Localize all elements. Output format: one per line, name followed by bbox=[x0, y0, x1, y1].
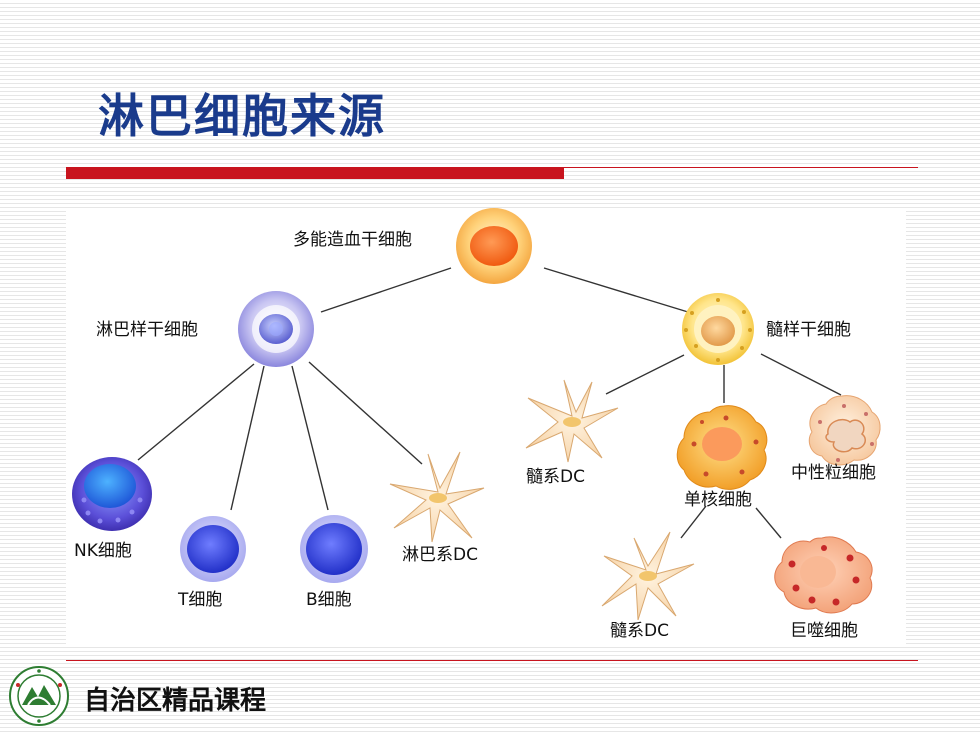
label-lymphoid-dc: 淋巴系DC bbox=[402, 545, 478, 565]
myeloid-dendritic-cell-icon-2 bbox=[601, 531, 695, 621]
label-b-cell: B细胞 bbox=[306, 590, 352, 610]
label-t-cell: T细胞 bbox=[177, 590, 222, 610]
neutrophil-icon bbox=[808, 395, 881, 466]
myeloid-dendritic-cell-icon-1 bbox=[525, 379, 619, 463]
macrophage-icon bbox=[774, 536, 873, 614]
slide-title: 淋巴细胞来源 bbox=[98, 89, 386, 143]
label-hsc: 多能造血干细胞 bbox=[293, 230, 412, 250]
line-lymphoid-t bbox=[230, 365, 265, 511]
lymphoid-stem-cell-icon bbox=[238, 291, 314, 367]
line-mono-dc bbox=[680, 505, 707, 539]
label-monocyte: 单核细胞 bbox=[684, 490, 752, 510]
line-lymphoid-dc bbox=[308, 361, 423, 465]
label-neutrophil: 中性粒细胞 bbox=[791, 463, 876, 483]
line-lymphoid-nk bbox=[137, 363, 255, 461]
myeloid-stem-cell-icon bbox=[682, 293, 754, 365]
label-macrophage: 巨噬细胞 bbox=[790, 621, 858, 641]
footer-course-label: 自治区精品课程 bbox=[84, 686, 267, 716]
hematopoietic-stem-cell-icon bbox=[456, 208, 532, 284]
label-nk-cell: NK细胞 bbox=[74, 541, 132, 561]
b-cell-icon bbox=[300, 515, 368, 583]
title-accent-bar bbox=[66, 168, 564, 179]
label-myeloid-dc-2: 髓系DC bbox=[610, 621, 669, 641]
label-myeloid-stem: 髓样干细胞 bbox=[766, 320, 851, 340]
line-myeloid-dc bbox=[605, 354, 685, 395]
title-rule bbox=[66, 167, 918, 168]
line-hsc-myeloid bbox=[543, 267, 689, 313]
nk-cell-icon bbox=[72, 457, 152, 531]
line-lymphoid-b bbox=[291, 365, 329, 511]
monocyte-icon bbox=[676, 405, 768, 490]
lymphocyte-origin-diagram: 多能造血干细胞 淋巴样干细胞 髓样干细胞 NK细胞 T细胞 B细胞 淋巴系DC … bbox=[66, 208, 906, 646]
connector-lines bbox=[137, 267, 842, 539]
line-mono-macro bbox=[755, 507, 782, 539]
label-lymphoid-stem: 淋巴样干细胞 bbox=[96, 320, 198, 340]
t-cell-icon bbox=[180, 516, 246, 582]
label-myeloid-dc-1: 髓系DC bbox=[526, 467, 585, 487]
line-hsc-lymphoid bbox=[320, 267, 452, 313]
line-myeloid-neutro bbox=[760, 353, 842, 396]
lymphoid-dendritic-cell-icon bbox=[389, 451, 485, 543]
university-logo-icon bbox=[8, 665, 70, 727]
footer-rule bbox=[66, 660, 918, 661]
